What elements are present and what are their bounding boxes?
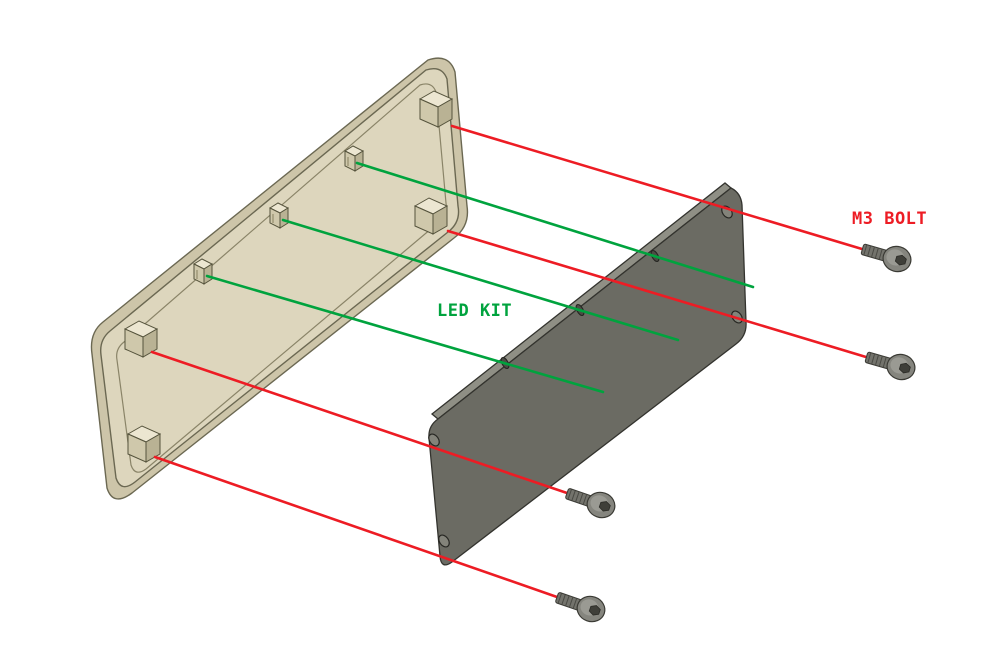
m3-bolt-label: M3 BOLT — [852, 209, 927, 229]
plate-corner-hole — [438, 534, 450, 548]
panel-mounting-tab — [123, 320, 159, 358]
led-leader-line — [205, 274, 605, 394]
bolt-leader-line — [450, 124, 864, 251]
hex-socket — [898, 362, 911, 374]
plate-corner-hole — [428, 433, 440, 447]
panel-mounting-tab — [126, 425, 162, 463]
panel-mounting-tab — [418, 90, 454, 128]
led-leader-lines — [205, 161, 755, 394]
mounting-plate — [428, 182, 747, 566]
m3-bolt — [565, 488, 616, 519]
led-clip — [268, 202, 290, 229]
bolt-leader-line — [446, 229, 868, 359]
bolt-leader-lines — [150, 124, 868, 599]
led-leader-line — [281, 218, 680, 342]
bolt-leader-line — [153, 455, 559, 599]
hex-socket — [598, 501, 611, 512]
hex-socket — [588, 605, 601, 616]
led-clip — [343, 145, 365, 172]
panel-mounting-tab — [413, 197, 449, 235]
led-clip — [192, 258, 214, 285]
led-kit-label: LED KIT — [437, 301, 512, 321]
led-leader-line — [355, 161, 755, 289]
rear-panel — [90, 57, 469, 500]
plate-face — [428, 187, 747, 566]
panel-inner-edge — [116, 83, 447, 473]
m3-bolt — [860, 243, 912, 273]
panel-face — [100, 67, 460, 488]
bolt-leader-line — [150, 350, 569, 495]
m3-bolt — [555, 592, 606, 623]
m3-bolt — [864, 351, 916, 381]
hex-socket — [894, 254, 907, 266]
